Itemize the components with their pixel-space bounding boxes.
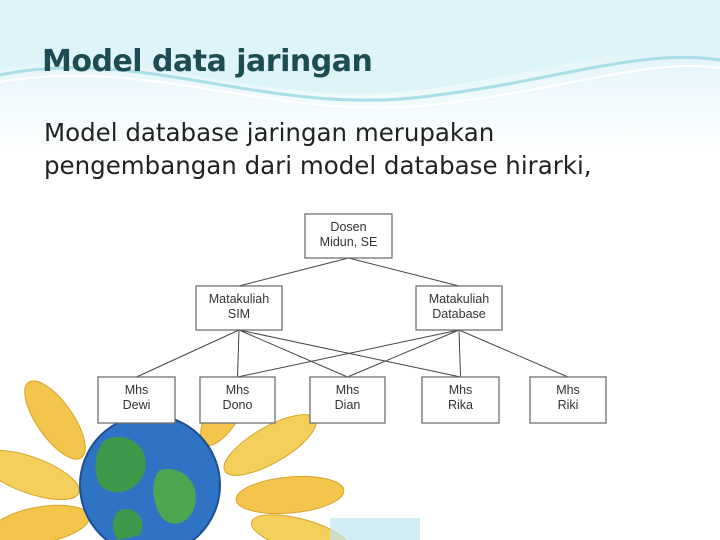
node-label-line: Mhs	[336, 383, 360, 397]
node-label-line: Midun, SE	[320, 235, 378, 249]
node-label-line: Matakuliah	[209, 292, 269, 306]
node-label-line: Dewi	[123, 398, 151, 412]
edge-mk-database-to-mhs-rika	[458, 329, 461, 378]
edge-mk-sim-to-mhs-dian	[238, 329, 348, 378]
edge-mk-sim-to-mhs-dono	[237, 329, 240, 378]
diagram-edges	[136, 257, 569, 378]
edge-dosen-to-mk-database	[348, 257, 460, 287]
node-box	[415, 285, 503, 331]
node-box	[529, 376, 607, 424]
node-box	[97, 376, 176, 424]
node-label-line: Mhs	[226, 383, 250, 397]
node-label-line: Dono	[223, 398, 253, 412]
edge-mk-database-to-mhs-riki	[458, 329, 569, 378]
node-label-line: Mhs	[449, 383, 473, 397]
node-box	[421, 376, 500, 424]
node-label-line: Dosen	[330, 220, 366, 234]
node-box	[304, 213, 393, 259]
header-wave-decoration	[0, 0, 720, 109]
globe-icon	[79, 414, 221, 540]
slide-body-text: Model database jaringan merupakan pengem…	[44, 118, 592, 180]
edge-mk-sim-to-mhs-dewi	[136, 329, 240, 378]
node-label-line: Database	[432, 307, 486, 321]
node-box	[195, 285, 283, 331]
node-label-line: Mhs	[125, 383, 149, 397]
node-label-line: Mhs	[556, 383, 580, 397]
edge-dosen-to-mk-sim	[238, 257, 349, 287]
node-label-line: SIM	[228, 307, 250, 321]
node-box	[309, 376, 386, 424]
node-label-line: Matakuliah	[429, 292, 489, 306]
node-label-line: Dian	[335, 398, 361, 412]
node-box	[199, 376, 276, 424]
node-label-line: Rika	[448, 398, 473, 412]
node-label-line: Riki	[558, 398, 579, 412]
edge-mk-database-to-mhs-dian	[347, 329, 460, 378]
slide-title: Model data jaringan	[42, 44, 373, 79]
edge-mk-database-to-mhs-dono	[237, 329, 460, 378]
